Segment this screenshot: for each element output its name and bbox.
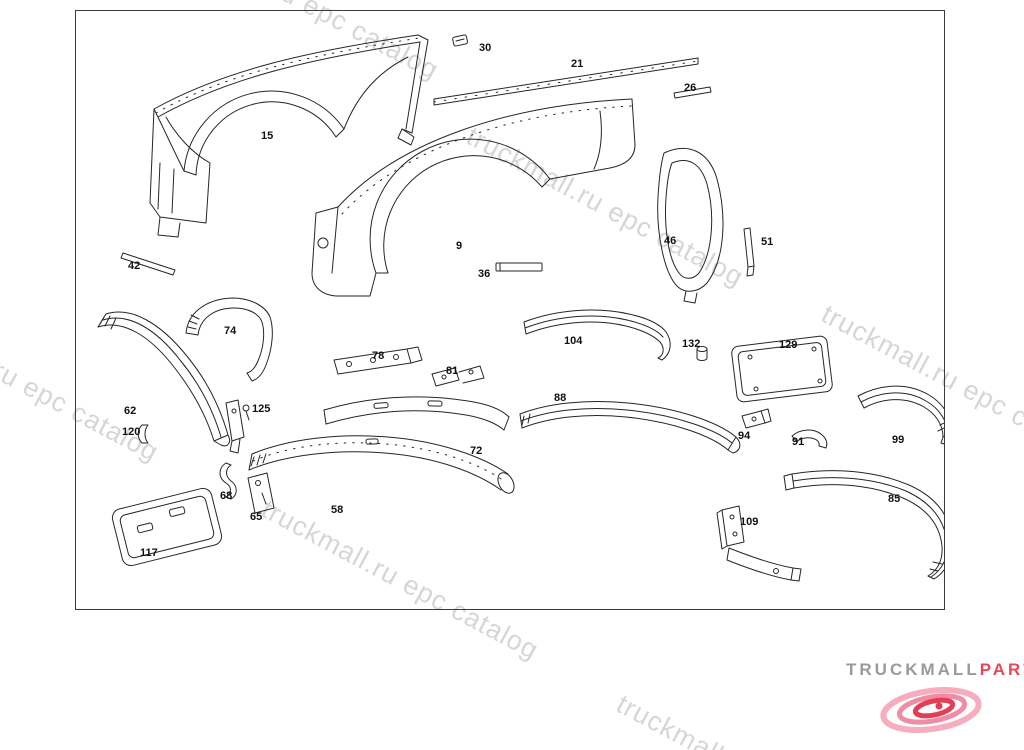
part-72-drawing xyxy=(323,396,510,431)
part-callout-81[interactable]: 81 xyxy=(446,365,459,377)
part-74-drawing xyxy=(185,297,273,382)
part-callout-99[interactable]: 99 xyxy=(892,434,905,446)
brand-logo: TRUCKMALLPARTS xyxy=(846,660,1024,745)
part-callout-132[interactable]: 132 xyxy=(682,338,701,350)
part-callout-129[interactable]: 129 xyxy=(779,339,798,351)
brand-name-primary: TRUCKMALL xyxy=(846,660,980,679)
part-callout-117[interactable]: 117 xyxy=(140,547,158,559)
part-callout-85[interactable]: 85 xyxy=(888,493,901,505)
part-callout-58[interactable]: 58 xyxy=(331,504,344,516)
part-104-drawing xyxy=(523,309,671,361)
part-88-drawing xyxy=(519,400,741,454)
part-36-drawing xyxy=(495,262,543,272)
part-120-drawing xyxy=(137,424,149,444)
part-callout-30[interactable]: 30 xyxy=(479,42,492,54)
part-9-drawing xyxy=(311,98,636,297)
part-callout-109[interactable]: 109 xyxy=(740,516,759,528)
part-129-drawing xyxy=(731,335,833,403)
part-46-drawing xyxy=(657,148,724,304)
part-99-drawing xyxy=(857,385,944,445)
part-callout-88[interactable]: 88 xyxy=(554,392,567,404)
part-117-drawing xyxy=(111,487,223,567)
part-callout-94[interactable]: 94 xyxy=(738,430,751,442)
part-callout-62[interactable]: 62 xyxy=(124,405,137,417)
part-callout-21[interactable]: 21 xyxy=(571,58,584,70)
part-21-drawing xyxy=(433,57,699,106)
part-callout-46[interactable]: 46 xyxy=(664,235,677,247)
part-callout-68[interactable]: 68 xyxy=(220,490,233,502)
part-85-drawing xyxy=(783,470,944,580)
part-62-drawing xyxy=(97,311,245,454)
swirl-logo-icon xyxy=(880,687,982,733)
part-91-drawing xyxy=(791,429,828,449)
brand-wordmark: TRUCKMALLPARTS xyxy=(846,660,1024,680)
diagram-frame: 30 21 26 15 9 46 51 42 36 74 104 132 129… xyxy=(75,10,945,610)
part-51-drawing xyxy=(743,227,755,277)
part-callout-125[interactable]: 125 xyxy=(252,403,271,415)
part-callout-120[interactable]: 120 xyxy=(122,426,141,438)
part-callout-36[interactable]: 36 xyxy=(478,268,491,280)
part-65-drawing xyxy=(247,472,275,514)
part-15-drawing xyxy=(149,34,429,238)
part-callout-42[interactable]: 42 xyxy=(128,260,141,272)
part-callout-65[interactable]: 65 xyxy=(250,511,263,523)
brand-name-accent: PARTS xyxy=(979,660,1024,679)
part-callout-9[interactable]: 9 xyxy=(456,240,463,252)
part-callout-51[interactable]: 51 xyxy=(761,236,774,248)
part-callout-78[interactable]: 78 xyxy=(372,350,385,362)
part-callout-26[interactable]: 26 xyxy=(684,82,697,94)
part-94-drawing xyxy=(741,408,772,429)
diagram-canvas xyxy=(97,34,944,582)
part-81-drawing xyxy=(431,365,485,387)
part-callout-72[interactable]: 72 xyxy=(470,445,483,457)
part-42-drawing xyxy=(120,252,176,276)
part-30-drawing xyxy=(452,34,469,47)
part-callout-74[interactable]: 74 xyxy=(224,325,237,337)
part-68-drawing xyxy=(219,462,237,500)
part-callout-91[interactable]: 91 xyxy=(792,436,805,448)
part-26-drawing xyxy=(673,86,712,99)
part-109-drawing xyxy=(716,505,802,582)
part-132-drawing xyxy=(696,346,708,361)
part-callout-15[interactable]: 15 xyxy=(261,130,274,142)
part-58-drawing xyxy=(248,435,515,494)
part-78-drawing xyxy=(333,346,423,375)
part-callout-104[interactable]: 104 xyxy=(564,335,583,347)
part-125-drawing xyxy=(242,404,250,421)
